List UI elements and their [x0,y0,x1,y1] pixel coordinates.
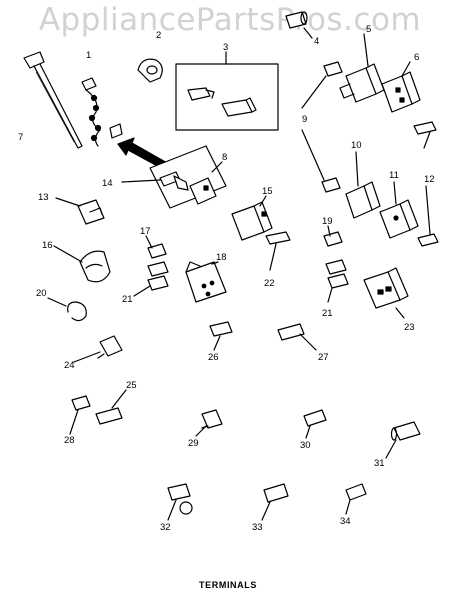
callout-34: 34 [340,516,351,527]
part-9-terminals [301,61,343,193]
part-11-connector [379,181,419,239]
part-28-terminal [69,395,91,435]
callout-8: 8 [222,152,227,163]
part-13-clip [55,197,105,225]
part-21-terminals-left [133,261,169,297]
part-32-ring-terminal [167,483,193,521]
callout-21b: 21 [322,308,333,319]
part-2-p-clamp [137,58,163,83]
callout-12: 12 [424,174,435,185]
part-8-plug [121,145,227,209]
part-19-terminal [323,225,343,247]
callout-6: 6 [414,52,419,63]
part-20-ring [47,297,87,322]
callout-27: 27 [318,352,329,363]
part-34-terminal [345,483,367,515]
part-6-connector [381,61,421,113]
callout-24: 24 [64,360,75,371]
callout-22: 22 [264,278,275,289]
part-1-harness-clip [81,77,123,147]
watermark-text: AppliancePartsPros.com [38,2,422,38]
part-7-cable-tie [23,51,83,149]
callout-1: 1 [86,50,91,61]
callout-31: 31 [374,458,385,469]
part-25-insulator [95,389,127,425]
part-30-terminal [303,409,327,439]
part-23-housing [363,267,409,319]
part-24-clip [73,335,123,363]
callout-15: 15 [262,186,273,197]
callout-14: 14 [102,178,113,189]
diagram-caption: TERMINALS [199,580,257,590]
callout-19: 19 [322,216,333,227]
callout-5: 5 [366,24,371,35]
callout-18: 18 [216,252,227,263]
callout-33: 33 [252,522,263,533]
callout-17: 17 [140,226,151,237]
callout-20: 20 [36,288,47,299]
part-17-terminal [145,235,167,259]
callout-25: 25 [126,380,137,391]
callout-28: 28 [64,435,75,446]
callout-10: 10 [351,140,362,151]
callout-2: 2 [156,30,161,41]
part-26-terminal [209,321,233,351]
part-31-fuse [385,421,421,459]
part-4-sleeve [285,11,313,39]
part-3-terminal-kit [175,51,279,131]
callout-3: 3 [223,42,228,53]
callout-labels: 1 2 3 4 5 6 7 8 9 10 11 12 13 14 15 16 1… [18,24,435,533]
callout-16: 16 [42,240,53,251]
callout-9: 9 [302,114,307,125]
callout-26: 26 [208,352,219,363]
callout-32: 32 [160,522,171,533]
part-33-terminal [261,483,289,521]
part-21-terminals-right [325,259,349,303]
callout-23: 23 [404,322,415,333]
part-12-pins [413,121,439,247]
part-22-pin [265,231,291,271]
callout-11: 11 [389,170,399,181]
part-18-housing [185,261,227,303]
part-27-terminal [277,323,317,351]
callout-21a: 21 [122,294,133,305]
part-29-terminal [195,409,223,437]
part-5-connector [339,33,385,103]
callout-13: 13 [38,192,49,203]
callout-29: 29 [188,438,199,449]
part-10-connector [345,151,381,219]
part-16-crimp-cap [53,245,111,283]
part-15-connector [231,195,273,241]
callout-4: 4 [314,36,319,47]
callout-30: 30 [300,440,311,451]
callout-7: 7 [18,132,23,143]
